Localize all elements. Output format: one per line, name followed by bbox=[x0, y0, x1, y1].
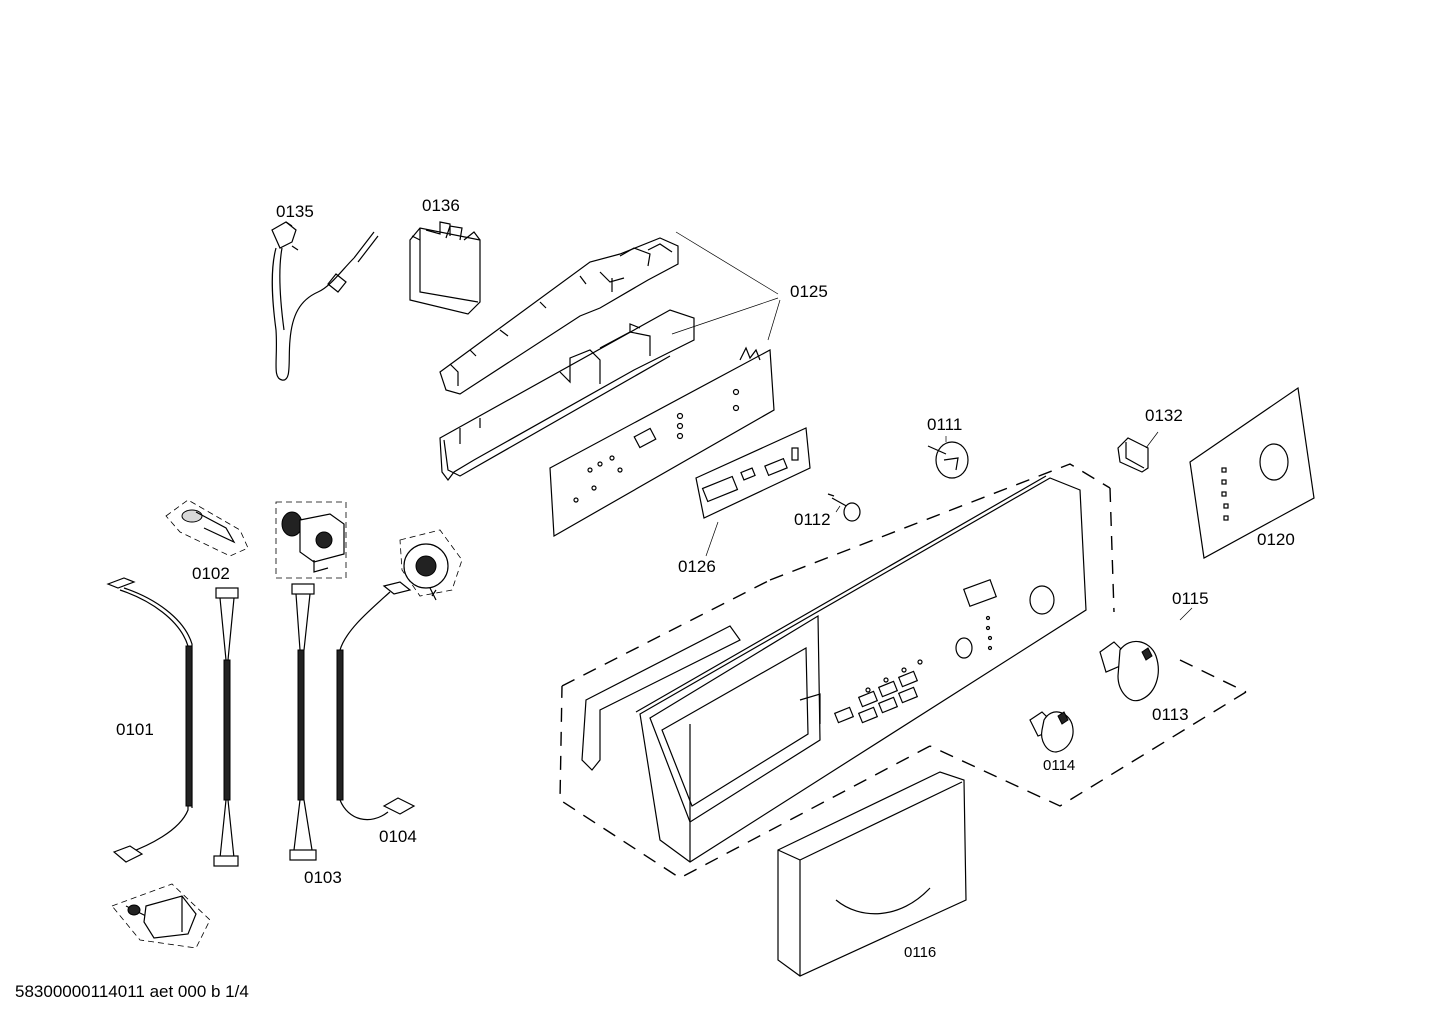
label-0132: 0132 bbox=[1145, 406, 1183, 425]
label-0102: 0102 bbox=[192, 564, 230, 583]
knob-0114 bbox=[1029, 607, 1193, 753]
harness-0101 bbox=[106, 577, 193, 863]
panel-overlay-0120 bbox=[1189, 386, 1315, 559]
knob-0113 bbox=[1099, 640, 1159, 702]
label-0126: 0126 bbox=[678, 557, 716, 576]
label-0116: 0116 bbox=[904, 944, 937, 961]
axle-0112 bbox=[827, 493, 861, 522]
harness-0103 bbox=[289, 583, 317, 861]
label-0125: 0125 bbox=[790, 282, 828, 301]
label-0120: 0120 bbox=[1257, 530, 1295, 549]
power-cord-0135 bbox=[271, 221, 379, 381]
label-0112: 0112 bbox=[794, 510, 831, 529]
label-0113: 0113 bbox=[1152, 705, 1189, 724]
clip-0132 bbox=[1117, 431, 1159, 473]
sensor-0102 bbox=[165, 499, 249, 557]
suppressor-0136 bbox=[409, 221, 481, 315]
drawer-front-0116 bbox=[777, 771, 967, 977]
control-panel bbox=[581, 475, 1087, 863]
harness-0102 bbox=[213, 587, 239, 867]
drain-pump bbox=[111, 883, 211, 949]
display-board-0126 bbox=[695, 427, 811, 557]
label-0114: 0114 bbox=[1043, 757, 1076, 774]
module-0125 bbox=[439, 231, 781, 538]
label-0101: 0101 bbox=[116, 720, 154, 739]
pressure-switch bbox=[399, 529, 463, 601]
label-0103: 0103 bbox=[304, 868, 342, 887]
valve-unit bbox=[275, 501, 347, 579]
knob-0111 bbox=[927, 436, 969, 479]
label-0136: 0136 bbox=[422, 196, 460, 215]
label-0115: 0115 bbox=[1172, 589, 1209, 608]
document-footer-code: 58300000114011 aet 000 b 1/4 bbox=[15, 982, 249, 1001]
label-0135: 0135 bbox=[276, 202, 314, 221]
harness-0104 bbox=[336, 581, 416, 821]
label-0111: 0111 bbox=[927, 415, 963, 434]
label-0104: 0104 bbox=[379, 827, 417, 846]
